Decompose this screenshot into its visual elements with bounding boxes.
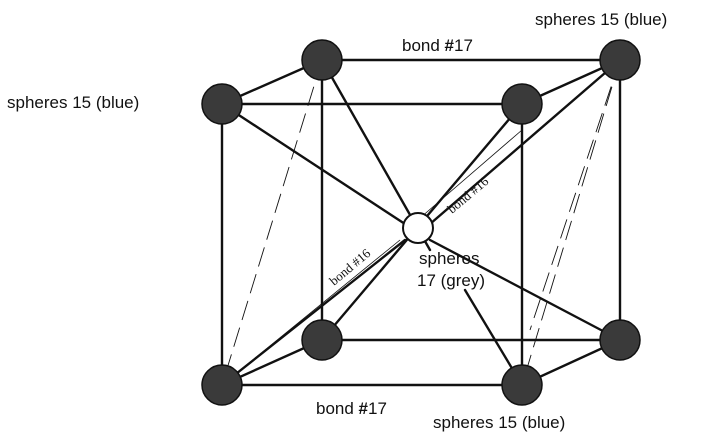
sphere-front-top-left [201, 83, 243, 125]
diag-front-top-left [220, 102, 407, 226]
label-spheres-left: spheres 15 (blue) [7, 93, 139, 112]
center-sphere [402, 212, 434, 244]
label-spheres-top-right: spheres 15 (blue) [535, 10, 667, 29]
bond16-lower-line [221, 239, 401, 386]
label-bond16-lower: bond #16 [326, 245, 373, 288]
sphere-back-top-right [599, 39, 641, 81]
dash-left-face [221, 59, 323, 386]
sphere-front-top-right [501, 83, 543, 125]
label-bond17-bottom: bond #17 [316, 399, 387, 418]
label-spheres-bottom: spheres 15 (blue) [433, 413, 565, 432]
sphere-back-bottom-left [301, 319, 343, 361]
label-bond17-top: bond #17 [402, 36, 473, 55]
dash-right-face-2 [529, 59, 621, 331]
dashed-lines [221, 59, 621, 386]
bond16-upper-line [419, 129, 523, 219]
label-bond16-upper: bond #16 [444, 173, 491, 216]
sphere-front-bottom-right [501, 364, 543, 406]
diag-front-bottom-left [220, 238, 407, 387]
label-center-line1: spheres [419, 249, 479, 268]
diag-back-bottom-right [428, 238, 622, 342]
corner-spheres [201, 39, 641, 406]
sphere-back-bottom-right [599, 319, 641, 361]
dash-right-face [521, 59, 621, 386]
label-center-line2: 17 (grey) [417, 271, 485, 290]
sphere-back-top-left [301, 39, 343, 81]
diag-back-top-right [428, 58, 622, 226]
sphere-front-bottom-left [201, 364, 243, 406]
